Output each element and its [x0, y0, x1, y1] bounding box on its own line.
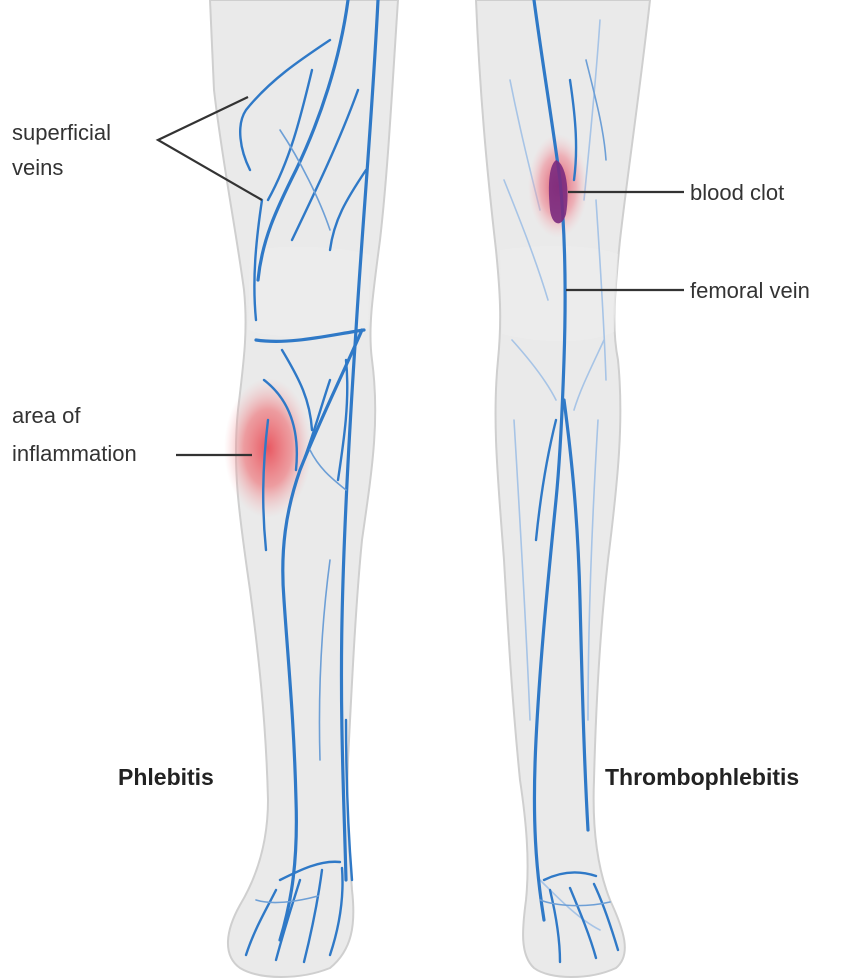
superficial-veins-label-line-2: veins [12, 155, 63, 180]
inflammation-label-line-2: inflammation [12, 441, 137, 466]
femoral-vein-label: femoral vein [690, 278, 810, 303]
left-leg [210, 0, 398, 977]
left-knee [248, 247, 370, 338]
phlebitis-title: Phlebitis [118, 764, 214, 790]
blood-clot-label: blood clot [690, 180, 784, 205]
right-leg [476, 0, 650, 977]
inflammation-label-line-1: area of [12, 403, 81, 428]
label-area-of-inflammation: area of inflammation [12, 403, 252, 466]
area-of-inflammation-marker [224, 378, 312, 518]
superficial-veins-label-line-1: superficial [12, 120, 111, 145]
thrombophlebitis-title: Thrombophlebitis [605, 764, 799, 790]
